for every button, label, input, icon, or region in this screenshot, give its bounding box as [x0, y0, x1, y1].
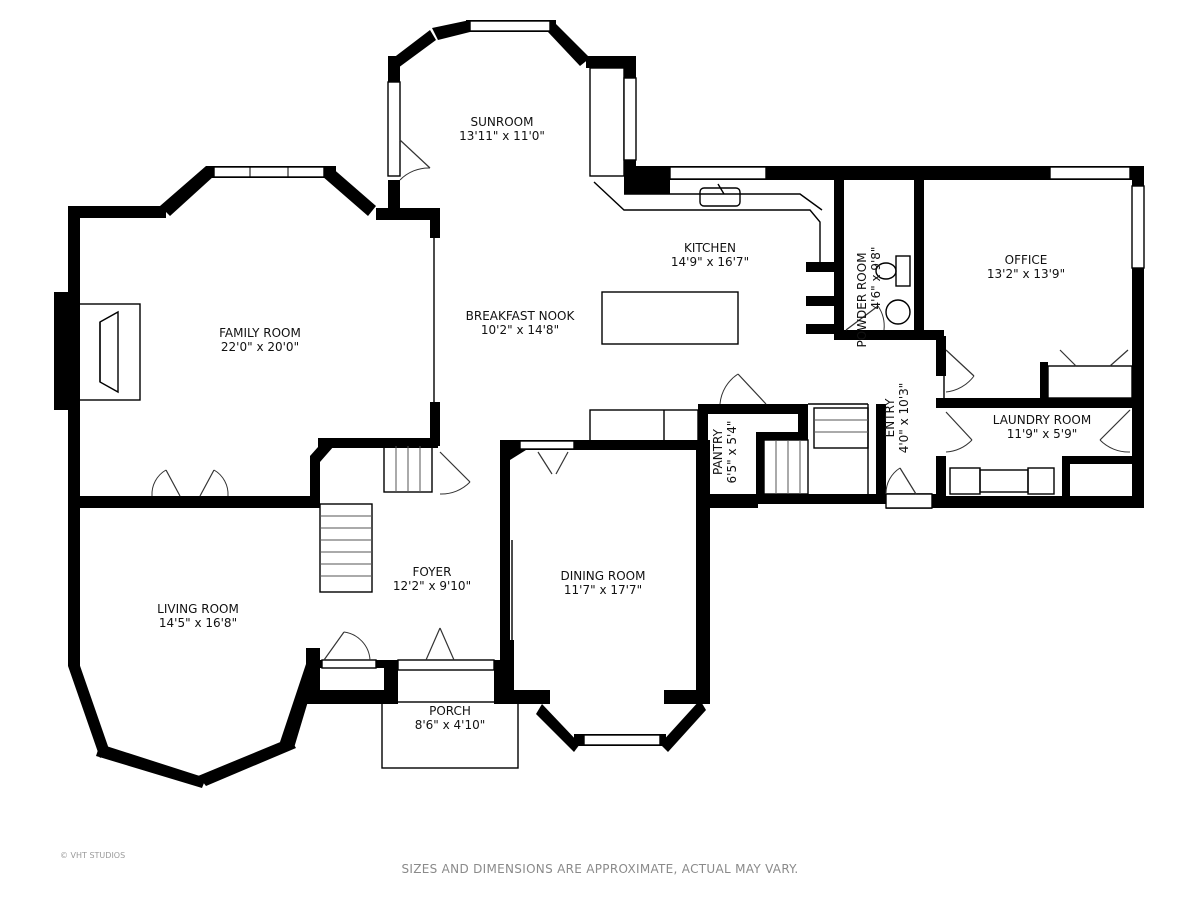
entry-dims: 4'0" x 10'3" — [897, 383, 911, 454]
sunroom-label: SUNROOM — [471, 115, 534, 129]
pantry-dims: 6'5" x 5'4" — [725, 421, 739, 484]
foyer-dims: 12'2" x 9'10" — [393, 579, 471, 593]
entry-label: ENTRY — [883, 398, 897, 437]
doors — [151, 139, 1131, 661]
sunroom-dims: 13'11" x 11'0" — [459, 129, 545, 143]
living-room-label: LIVING ROOM — [157, 602, 239, 616]
laundry-room-label: LAUNDRY ROOM — [993, 413, 1091, 427]
family-room-label: FAMILY ROOM — [219, 326, 301, 340]
powder-room-label: POWDER ROOM — [855, 252, 869, 347]
family-room-dims: 22'0" x 20'0" — [221, 340, 299, 354]
room-labels: SUNROOM 13'11" x 11'0" KITCHEN 14'9" x 1… — [157, 115, 1091, 732]
windows — [213, 20, 1145, 746]
kitchen-dims: 14'9" x 16'7" — [671, 255, 749, 269]
laundry-fixtures — [949, 467, 1055, 495]
fireplace — [77, 303, 141, 401]
dining-room-dims: 11'7" x 17'7" — [564, 583, 642, 597]
laundry-room-dims: 11'9" x 5'9" — [1007, 427, 1078, 441]
breakfast-nook-label: BREAKFAST NOOK — [466, 309, 576, 323]
dining-room-label: DINING ROOM — [561, 569, 646, 583]
stairs-pantry — [763, 407, 869, 495]
kitchen-fixtures — [593, 181, 823, 345]
living-room-dims: 14'5" x 16'8" — [159, 616, 237, 630]
kitchen-label: KITCHEN — [684, 241, 736, 255]
powder-fixtures — [875, 255, 911, 325]
office-dims: 13'2" x 13'9" — [987, 267, 1065, 281]
foyer-label: FOYER — [413, 565, 452, 579]
powder-room-dims: 4'6" x 9'8" — [869, 247, 883, 310]
disclaimer-text: SIZES AND DIMENSIONS ARE APPROXIMATE, AC… — [401, 862, 799, 876]
office-label: OFFICE — [1005, 253, 1048, 267]
porch-dims: 8'6" x 4'10" — [415, 718, 486, 732]
watermark-text: © VHT STUDIOS — [60, 851, 126, 860]
pantry-label: PANTRY — [711, 428, 725, 475]
stairs-foyer — [319, 445, 433, 593]
porch-label: PORCH — [429, 704, 471, 718]
breakfast-nook-dims: 10'2" x 14'8" — [481, 323, 559, 337]
